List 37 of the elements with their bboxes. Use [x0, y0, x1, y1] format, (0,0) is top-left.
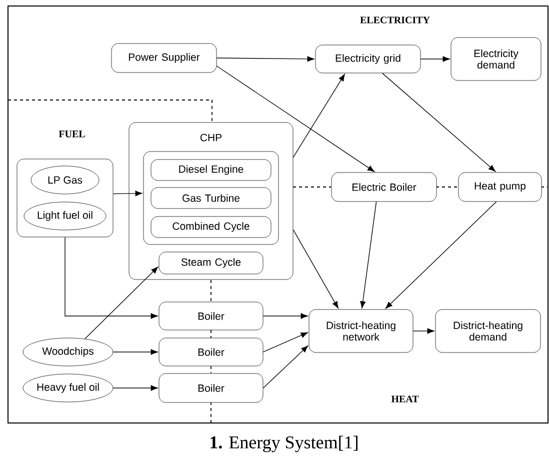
- arrow: [382, 72, 496, 172]
- process-box: Boiler: [158, 373, 264, 403]
- arrow: [84, 266, 158, 340]
- arrow: [216, 66, 374, 172]
- process-box: District-heating demand: [435, 309, 541, 353]
- arrow: [112, 349, 158, 355]
- arrow: [262, 346, 308, 388]
- process-box: Boiler: [158, 302, 264, 330]
- arrow: [64, 236, 158, 319]
- arrow: [262, 313, 308, 319]
- process-box: Electric Boiler: [331, 172, 437, 202]
- process-box: District-heating network: [308, 309, 414, 353]
- group-box: [143, 151, 279, 245]
- process-box: Electricity demand: [450, 37, 542, 81]
- process-box: Boiler: [158, 338, 264, 366]
- process-box: Power Supplier: [111, 43, 217, 73]
- process-box: Gas Turbine: [150, 187, 272, 209]
- process-box: Electricity grid: [315, 44, 421, 74]
- process-box: Combined Cycle: [150, 216, 272, 238]
- section-heading: HEAT: [391, 396, 419, 402]
- arrow: [292, 229, 338, 308]
- process-box: Steam Cycle: [158, 252, 264, 274]
- arrow: [216, 56, 314, 62]
- arrow: [412, 328, 434, 334]
- process-box: Heat pump: [458, 172, 542, 202]
- arrow: [262, 332, 308, 352]
- arrow: [360, 201, 377, 308]
- arrow: [385, 201, 497, 309]
- arrow: [112, 385, 158, 391]
- section-heading: ELECTRICITY: [360, 16, 430, 24]
- section-heading: FUEL: [58, 130, 85, 138]
- arrow: [112, 190, 142, 196]
- group-box: [16, 158, 114, 238]
- arrow: [420, 56, 450, 62]
- caption: 1. Energy System[1]: [210, 436, 358, 452]
- process-box: Diesel Engine: [150, 159, 272, 181]
- arrow: [292, 74, 345, 158]
